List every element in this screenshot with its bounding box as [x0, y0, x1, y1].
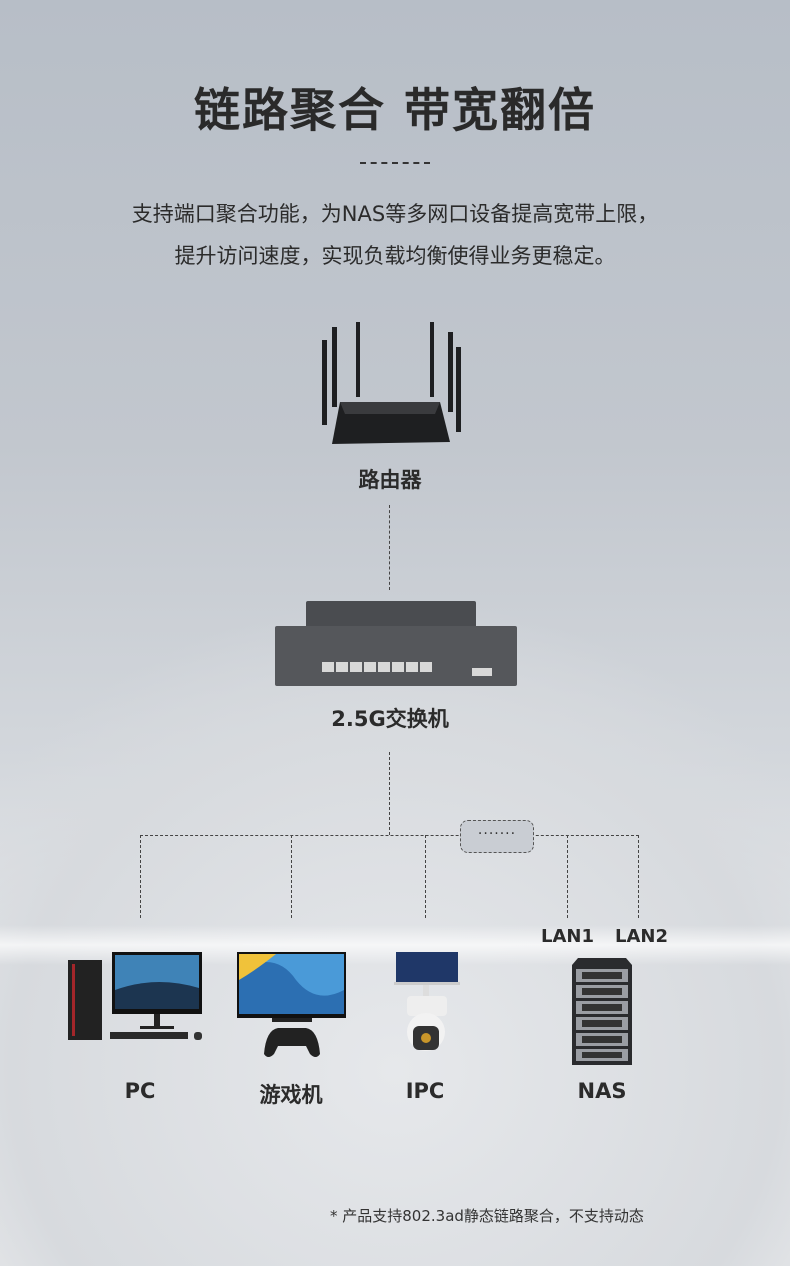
pc-image — [68, 952, 202, 1040]
description-line-1: 支持端口聚合功能，为NAS等多网口设备提高宽带上限， — [131, 202, 659, 226]
device-label-ipc: IPC — [405, 1079, 445, 1103]
device-label-nas: NAS — [577, 1079, 627, 1103]
router-label: 路由器 — [358, 468, 422, 492]
more-devices-badge: ······· — [460, 820, 534, 853]
nas-lan2-link — [638, 835, 639, 918]
footnote: * 产品支持802.3ad静态链路聚合，不支持动态 — [330, 1207, 644, 1225]
pc-link — [140, 835, 141, 918]
nas-lan1-link — [567, 835, 568, 918]
description-line-2: 提升访问速度，实现负载均衡使得业务更稳定。 — [174, 244, 616, 268]
device-label-game-console: 游戏机 — [259, 1083, 323, 1107]
router-image — [322, 322, 461, 444]
switch-label: 2.5G交换机 — [331, 707, 449, 731]
router-switch-link — [389, 505, 390, 590]
nas-port-lan2: LAN2 — [615, 926, 668, 947]
ipc-camera-image — [394, 952, 460, 1051]
nas-image — [572, 958, 632, 1065]
switch-image — [275, 601, 517, 686]
console-link — [291, 835, 292, 918]
game-console-image — [237, 952, 346, 1057]
ipc-link — [425, 835, 426, 918]
headline: 链路聚合 带宽翻倍 — [193, 83, 596, 137]
divider — [360, 162, 430, 164]
switch-trunk-link — [389, 752, 390, 835]
nas-port-lan1: LAN1 — [541, 926, 594, 947]
distribution-line — [140, 835, 639, 836]
device-label-pc: PC — [124, 1079, 156, 1103]
